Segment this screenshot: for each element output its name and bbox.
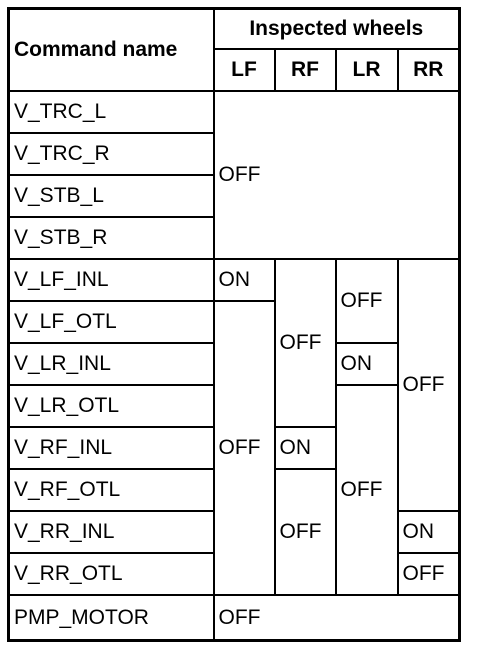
command-v-stb-l: V_STB_L — [7, 173, 215, 218]
rr-otl-rr-cell: OFF — [396, 552, 461, 597]
command-pmp-motor: PMP_MOTOR — [7, 594, 215, 642]
pmp-all-cell: OFF — [212, 594, 461, 642]
inspected-wheels-header: Inspected wheels — [212, 7, 461, 50]
command-v-lr-otl: V_LR_OTL — [7, 384, 215, 429]
lr-upper-cell: OFF — [334, 257, 399, 345]
command-v-trc-r: V_TRC_R — [7, 131, 215, 176]
lf-inl-lf-cell: ON — [212, 257, 276, 302]
wheel-header-lr: LR — [334, 47, 399, 92]
command-v-rf-inl: V_RF_INL — [7, 426, 215, 471]
command-name-header: Command name — [7, 7, 215, 92]
lr-inl-lr-cell: ON — [334, 341, 399, 387]
command-v-trc-l: V_TRC_L — [7, 89, 215, 134]
command-v-stb-r: V_STB_R — [7, 215, 215, 260]
rf-lower-cell: OFF — [273, 468, 337, 597]
wheel-header-lf: LF — [212, 47, 276, 92]
rf-inl-rf-cell: ON — [273, 426, 337, 471]
rr-upper-cell: OFF — [396, 257, 461, 513]
command-v-rr-otl: V_RR_OTL — [7, 552, 215, 597]
command-table: Command name Inspected wheels LF RF LR R… — [7, 7, 462, 642]
rf-upper-cell: OFF — [273, 257, 337, 429]
wheel-header-rf: RF — [273, 47, 337, 92]
command-v-rr-inl: V_RR_INL — [7, 510, 215, 555]
wheel-header-rr: RR — [396, 47, 461, 92]
command-v-rf-otl: V_RF_OTL — [7, 468, 215, 513]
lr-lower-cell: OFF — [334, 384, 399, 597]
rr-inl-rr-cell: ON — [396, 510, 461, 555]
command-v-lf-otl: V_LF_OTL — [7, 299, 215, 345]
lf-col-rest-cell: OFF — [212, 299, 276, 597]
trc-stb-all-cell: OFF — [212, 89, 461, 260]
command-v-lf-inl: V_LF_INL — [7, 257, 215, 302]
command-v-lr-inl: V_LR_INL — [7, 341, 215, 387]
